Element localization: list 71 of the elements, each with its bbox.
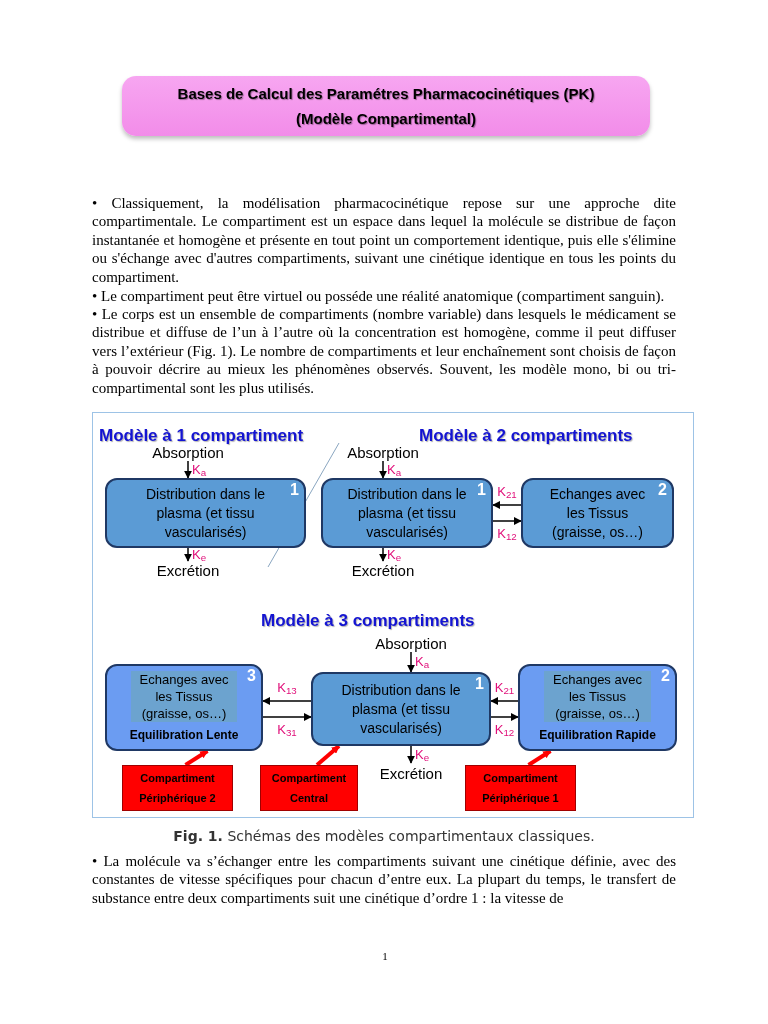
compartment-text: Distribution dans le plasma (et tissu vascularisés)	[144, 484, 267, 542]
arrow	[262, 713, 312, 721]
model-heading: Modèle à 1 compartiment	[99, 425, 304, 447]
body-paragraph: • Le compartiment peut être virtuel ou posséde une réalité anatomique (compartiment sanguin).	[92, 287, 666, 306]
title-text: (Modèle Compartimental)	[296, 110, 476, 127]
compartment-number: 2	[658, 480, 667, 500]
compartment-text: Distribution dans le plasma (et tissu vascularisés)	[340, 680, 462, 738]
body-paragraph: • Classiquement, la modélisation pharmacocinétique repose sur une approche dite compartimentale. Le compartiment est un espace dans lequel la molécule se distribue de façon instantanée et homogène et présente en tout point un comportement identique, puis elle s'élimine ou s'échange avec d'autres compartiments, suivant une cinétique identique en tous les points du compartiment.	[92, 194, 676, 287]
rate-constant-label: K$_{12}$	[496, 525, 518, 543]
tag-text: Compartiment Périphérique 2	[138, 771, 217, 806]
flow-label: Excrétion	[366, 763, 456, 783]
rate-constant-label: K$_{21}$	[493, 679, 516, 697]
tag-text: Compartiment Périphérique 1	[481, 771, 560, 806]
compartment-tag	[122, 765, 233, 811]
flow-label: Absorption	[143, 444, 233, 461]
compartment-box	[521, 478, 674, 548]
compartment-text: Distribution dans le plasma (et tissu vascularisés)	[347, 484, 467, 542]
rate-constant-label: K$_{31}$	[276, 721, 298, 739]
compartment-text: Echanges avec les Tissus (graisse, os…)	[131, 671, 237, 722]
compartment-tag	[260, 765, 358, 811]
rate-constant-label: K$_{a}$	[387, 461, 402, 479]
arrow	[262, 697, 312, 705]
arrow	[492, 517, 522, 525]
rate-constant-label: K$_{a}$	[192, 461, 207, 479]
title-banner	[122, 76, 650, 136]
compartment-text: Echanges avec les Tissus (graisse, os…)	[544, 671, 651, 722]
rate-constant-label: K$_{12}$	[493, 721, 516, 739]
compartment-number: 3	[247, 666, 256, 686]
rate-constant-label: K$_{e}$	[192, 545, 207, 564]
arrow	[490, 713, 519, 721]
body-paragraph: • La molécule va s’échanger entre les compartiments suivant une cinétique définie, avec des constantes de vitesse spécifiques pour chacun d’entre eux. La plupart du temps, le transfert de substance entre deux compartiments suit une cinétique d’ordre 1 : la vitesse de	[92, 852, 676, 908]
arrow	[407, 745, 415, 764]
compartment-number: 1	[477, 480, 486, 500]
arrow	[184, 547, 192, 562]
arrow	[379, 460, 387, 479]
title-text: Bases de Calcul des Paramétres Pharmacocinétiques (PK)	[177, 85, 595, 102]
page-number: 1	[381, 949, 389, 964]
figure-caption: Fig. 1. Schémas des modèles compartimentaux classiques.	[172, 827, 596, 846]
body-paragraph: • Le corps est un ensemble de compartiments (nombre variable) dans lesquels le médicament se distribue et diffuse de l’un à l’autre où la concentration est homogène, comme il peut diffuser vers l’extérieur (Fig. 1). Le nombre de compartiments et leur enchaînement sont choisis de façon à pouvoir décrire au mieux les phénomènes observés. Souvent, les modèle mono, bi ou tri-compartimental sont les plus utilisés.	[92, 305, 676, 398]
compartment-box	[518, 664, 677, 751]
compartment-text: Echanges avec les Tissus (graisse, os…)	[548, 484, 647, 542]
arrow	[379, 547, 387, 562]
flow-label: Absorption	[338, 444, 428, 461]
arrow	[184, 460, 192, 479]
flow-label: Excrétion	[143, 561, 233, 579]
arrow	[490, 697, 519, 705]
equilibration-text: Equilibration Lente	[129, 727, 239, 744]
model-heading: Modèle à 3 compartiments	[261, 610, 475, 632]
arrow	[407, 651, 415, 673]
arrow	[315, 744, 341, 767]
flow-label: Absorption	[366, 634, 456, 652]
rate-constant-label: K$_{e}$	[415, 745, 430, 764]
rate-constant-label: K$_{a}$	[415, 653, 430, 671]
compartment-tag	[465, 765, 576, 811]
arrow	[184, 749, 209, 767]
rate-constant-label: K$_{21}$	[496, 483, 518, 501]
rate-constant-label: K$_{13}$	[276, 679, 298, 697]
model-heading: Modèle à 2 compartiments	[419, 425, 633, 447]
equilibration-text: Equilibration Rapide	[539, 727, 656, 744]
flow-label: Excrétion	[338, 561, 428, 579]
compartment-box	[321, 478, 493, 548]
arrow	[527, 749, 552, 767]
rate-constant-label: K$_{e}$	[387, 545, 402, 564]
compartment-number: 2	[661, 666, 670, 686]
tag-text: Compartiment Central	[270, 771, 348, 806]
compartment-number: 1	[290, 480, 299, 500]
compartment-number: 1	[475, 674, 484, 694]
compartment-box	[311, 672, 491, 746]
arrow	[492, 501, 522, 509]
compartment-box	[105, 664, 263, 751]
compartment-box	[105, 478, 306, 548]
